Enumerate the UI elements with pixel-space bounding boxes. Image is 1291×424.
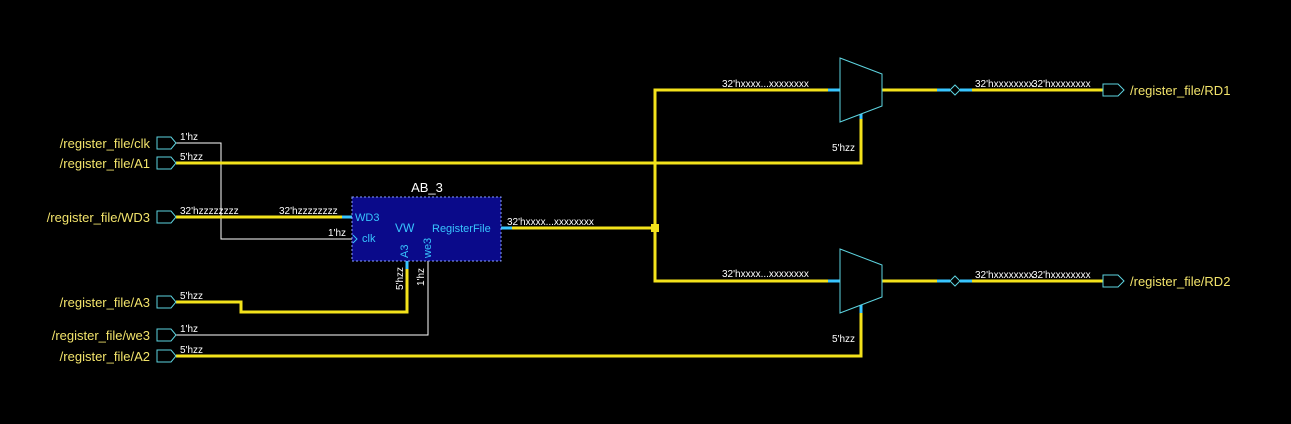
wire-a1[interactable] xyxy=(176,119,863,165)
port-arrow-icon xyxy=(156,136,177,150)
input-port-a1[interactable]: /register_file/A1 xyxy=(60,156,177,171)
wire-to-mux-top[interactable] xyxy=(653,88,828,228)
input-port-clk[interactable]: /register_file/clk xyxy=(60,136,177,151)
value-mux-bottom-out-b: 32'hxxxxxxxx xyxy=(1032,270,1091,281)
value-mux-top-in: 32'hxxxx...xxxxxxxx xyxy=(722,79,809,90)
port-arrow-icon xyxy=(156,210,177,224)
mux-bottom[interactable] xyxy=(839,248,883,314)
mux-top[interactable] xyxy=(839,57,883,123)
value-clk: 1'hz xyxy=(180,132,198,143)
port-label-we3: /register_file/we3 xyxy=(52,328,150,343)
port-label-a2: /register_file/A2 xyxy=(60,349,150,364)
value-a2: 5'hzz xyxy=(180,345,203,356)
wire-a2[interactable] xyxy=(176,313,863,358)
value-block-clk: 1'hz xyxy=(328,228,346,239)
value-mux-bottom-in: 32'hxxxx...xxxxxxxx xyxy=(722,269,809,280)
value-mux-bottom-out-a: 32'hxxxxxxxx xyxy=(975,270,1034,281)
wire-to-mux-bottom[interactable] xyxy=(653,228,828,283)
wire-a3[interactable] xyxy=(176,269,409,314)
value-a3: 5'hzz xyxy=(180,291,203,302)
port-label-rd1: /register_file/RD1 xyxy=(1130,83,1230,98)
mux-shape xyxy=(839,248,883,314)
value-we3: 1'hz xyxy=(180,324,198,335)
wire-we3[interactable] xyxy=(176,261,429,336)
value-mux-top-sel: 5'hzz xyxy=(832,143,855,154)
input-port-wd3[interactable]: /register_file/WD3 xyxy=(47,210,177,225)
value-mux-top-out-b: 32'hxxxxxxxx xyxy=(1032,79,1091,90)
value-block-out: 32'hxxxx...xxxxxxxx xyxy=(507,217,594,228)
block-body xyxy=(351,196,502,262)
block-pin-we3: we3 xyxy=(422,238,434,259)
port-label-a1: /register_file/A1 xyxy=(60,156,150,171)
output-port-rd1[interactable]: /register_file/RD1 xyxy=(1102,83,1230,98)
block-name: RegisterFile xyxy=(432,223,491,235)
block-pin-clk: clk xyxy=(362,233,376,245)
value-a1: 5'hzz xyxy=(180,152,203,163)
port-label-a3: /register_file/A3 xyxy=(60,295,150,310)
port-arrow-icon xyxy=(156,349,177,363)
block-pin-wd3: WD3 xyxy=(355,212,379,224)
port-arrow-icon xyxy=(156,295,177,309)
port-arrow-icon xyxy=(1102,83,1125,97)
value-block-we3: 1'hz xyxy=(416,268,427,286)
register-file-block[interactable]: AB_3 WD3 clk VW RegisterFile A3 we3 xyxy=(351,180,502,262)
port-label-wd3: /register_file/WD3 xyxy=(47,210,150,225)
port-arrow-icon xyxy=(1102,274,1125,288)
value-wd3: 32'hzzzzzzzz xyxy=(180,206,239,217)
input-port-a2[interactable]: /register_file/A2 xyxy=(60,349,177,364)
block-pin-a3: A3 xyxy=(399,245,411,258)
mux-shape xyxy=(839,57,883,123)
value-mux-top-out-a: 32'hxxxxxxxx xyxy=(975,79,1034,90)
block-title: AB_3 xyxy=(411,180,443,195)
block-type-label: VW xyxy=(395,221,415,235)
buffer-diamond-bottom[interactable] xyxy=(949,275,961,287)
input-port-we3[interactable]: /register_file/we3 xyxy=(52,328,177,343)
value-mux-bottom-sel: 5'hzz xyxy=(832,334,855,345)
buffer-diamond-top[interactable] xyxy=(949,84,961,96)
junction-dot xyxy=(651,224,659,232)
port-label-rd2: /register_file/RD2 xyxy=(1130,274,1230,289)
output-port-rd2[interactable]: /register_file/RD2 xyxy=(1102,274,1230,289)
port-label-clk: /register_file/clk xyxy=(60,136,151,151)
input-port-a3[interactable]: /register_file/A3 xyxy=(60,295,177,310)
clock-triangle-icon xyxy=(352,234,358,244)
port-arrow-icon xyxy=(156,328,177,342)
value-block-a3: 5'hzz xyxy=(395,267,406,290)
value-block-wd3: 32'hzzzzzzzz xyxy=(279,206,338,217)
port-arrow-icon xyxy=(156,156,177,170)
wire-clk[interactable] xyxy=(176,142,352,240)
